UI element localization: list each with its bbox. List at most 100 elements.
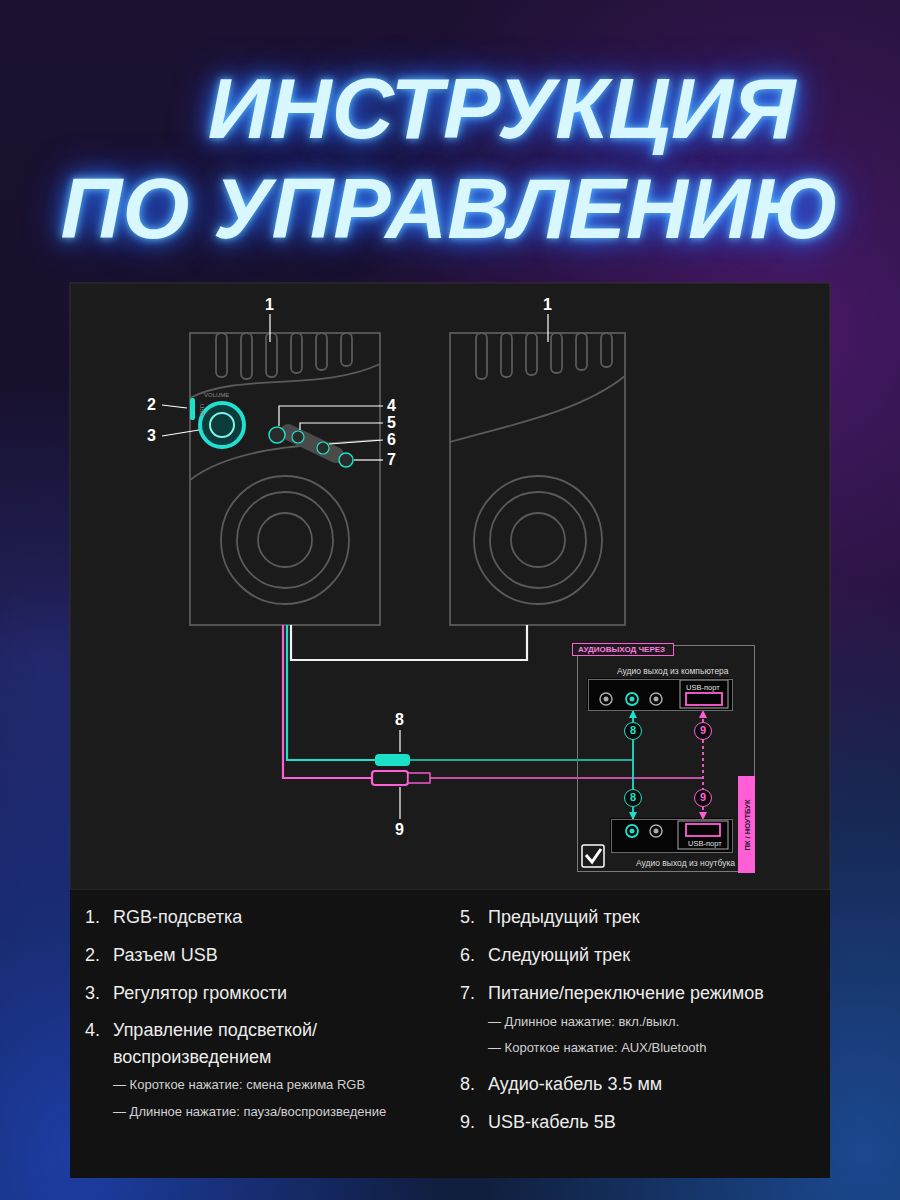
connector-arrow	[702, 807, 704, 819]
ports	[626, 825, 638, 837]
speaker-right	[576, 333, 587, 370]
leader-lines	[399, 730, 400, 752]
cables	[410, 759, 632, 761]
list-item: RGB-подсветка	[113, 904, 242, 931]
ports	[587, 678, 732, 710]
speaker-right	[476, 333, 487, 379]
list-number: 1.	[85, 904, 100, 931]
ports	[582, 845, 604, 867]
callout-number: 1	[265, 297, 274, 313]
list-subitem: — Длинное нажатие: пауза/воспроизведение	[113, 1104, 386, 1120]
speaker-left	[221, 476, 349, 604]
node-text: 8	[625, 790, 641, 806]
cables	[283, 625, 372, 778]
controls	[339, 453, 353, 467]
list-subitem: — Длинное нажатие: вкл./выкл.	[488, 1014, 679, 1030]
cables	[408, 773, 430, 783]
callout-number: 5	[387, 415, 396, 431]
laptop-port-panel: USB-портАудио выход из ноутбука	[611, 819, 733, 853]
node-text: Аудио выход из компьютера	[617, 666, 729, 676]
leader-lines	[329, 440, 383, 444]
speaker-right	[474, 476, 602, 604]
node-text: USB-порт	[686, 683, 720, 692]
list-item: USB-кабель 5В	[488, 1109, 616, 1136]
controls	[269, 427, 285, 443]
cables	[291, 625, 527, 660]
callout-number: 6	[387, 432, 396, 448]
output-panel: АУДИОВЫХОД ЧЕРЕЗПК / НОУТБУКАудио выход …	[577, 645, 755, 872]
ports	[586, 849, 601, 862]
speaker-left	[316, 333, 327, 370]
speaker-left	[291, 333, 302, 373]
ports	[686, 693, 722, 705]
node-text: 9	[695, 723, 711, 739]
controls	[210, 413, 234, 437]
node-text: 9	[695, 790, 711, 806]
callout-number: 7	[387, 452, 396, 468]
ports	[604, 697, 609, 702]
speaker-left	[216, 333, 227, 377]
device-marking: USB	[198, 404, 205, 416]
controls	[190, 398, 353, 467]
page-title: ИНСТРУКЦИЯ ПО УПРАВЛЕНИЮ	[37, 58, 863, 258]
ports	[630, 697, 635, 702]
ports	[686, 824, 720, 836]
list-item: Питание/переключение режимов	[488, 980, 764, 1007]
controls	[317, 442, 329, 454]
ports	[678, 821, 728, 849]
leader-lines	[162, 314, 548, 819]
speaker-right	[501, 333, 512, 377]
leader-lines	[300, 423, 383, 430]
cables	[430, 777, 702, 778]
panels	[70, 283, 830, 1178]
list-item: Управление подсветкой/ воспроизведением	[113, 1017, 373, 1071]
list-number: 2.	[85, 942, 100, 969]
speaker-left	[190, 333, 380, 625]
ports	[582, 678, 732, 867]
callout-circle: 8	[624, 722, 642, 740]
speaker-left	[190, 364, 380, 398]
list-number: 8.	[460, 1071, 475, 1098]
list-item: Регулятор громкости	[113, 980, 287, 1007]
callout-number: 1	[543, 297, 552, 313]
list-subitem: — Короткое нажатие: смена режима RGB	[113, 1077, 365, 1093]
list-number: 4.	[85, 1017, 100, 1044]
speaker-left	[241, 333, 252, 379]
cables	[375, 754, 410, 766]
list-number: 6.	[460, 942, 475, 969]
panels	[70, 890, 830, 1178]
speaker-left	[237, 492, 333, 588]
node-text: 8	[625, 723, 641, 739]
speaker-right	[551, 333, 562, 373]
controls	[190, 398, 195, 420]
callout-number: 3	[147, 428, 156, 444]
speaker-right	[450, 333, 625, 625]
ports	[626, 693, 638, 705]
callout-number: 9	[395, 822, 404, 838]
callout-number: 4	[387, 398, 396, 414]
speaker-right	[450, 333, 625, 625]
speaker-left	[341, 333, 352, 366]
speaker-left	[258, 513, 312, 567]
device-marking: VOLUME	[204, 392, 229, 399]
list-item: Аудио-кабель 3.5 мм	[488, 1071, 662, 1098]
leader-lines	[547, 314, 548, 342]
list-number: 5.	[460, 904, 475, 931]
list-item: Разъем USB	[113, 942, 218, 969]
leader-lines	[269, 314, 270, 342]
connector-arrow	[632, 711, 634, 722]
callout-circle: 9	[694, 789, 712, 807]
leader-lines	[399, 787, 400, 819]
callout-number: 2	[147, 397, 156, 413]
speaker-right	[490, 492, 586, 588]
ports	[600, 693, 612, 705]
connector-arrow	[632, 807, 634, 819]
callout-number: 8	[395, 712, 404, 728]
speaker-left	[190, 333, 380, 625]
list-number: 7.	[460, 980, 475, 1007]
list-number: 3.	[85, 980, 100, 1007]
speaker-right	[511, 513, 565, 567]
cables	[287, 625, 375, 760]
connector-arrow	[632, 740, 634, 789]
